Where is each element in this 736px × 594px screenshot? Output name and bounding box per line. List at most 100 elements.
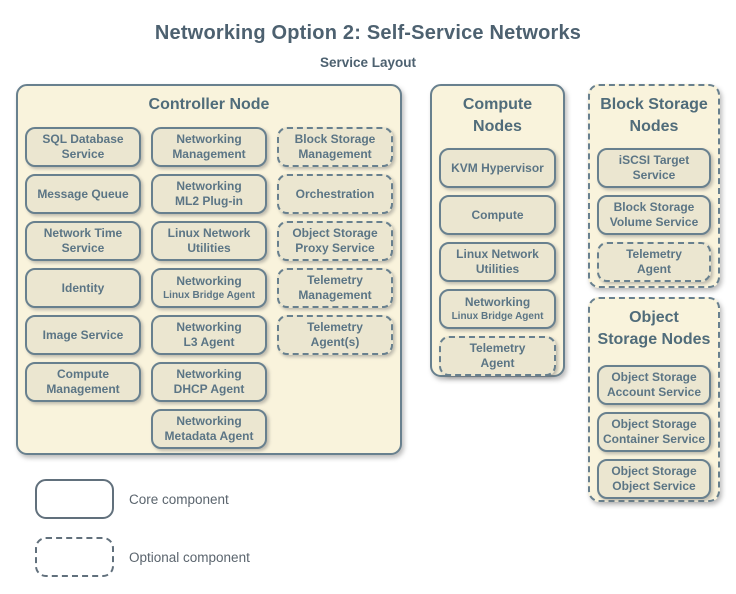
component-label-line: Networking — [176, 179, 242, 193]
component-orchestration: Orchestration — [277, 174, 393, 214]
component-label-line: Object Storage — [611, 417, 697, 431]
component-label-line: Linux Bridge Agent — [163, 290, 255, 301]
legend-core: Core component — [35, 479, 229, 519]
component-label-line: Compute — [57, 367, 109, 381]
component-label-line: Container Service — [602, 432, 706, 446]
component-label-line: Network Time — [43, 226, 123, 240]
core-component-swatch — [35, 479, 114, 519]
component-label-line: Service — [632, 168, 676, 182]
component-compute: Compute — [439, 195, 556, 235]
component-label-line: Telemetry — [307, 320, 363, 334]
component-kvm-hypervisor: KVM Hypervisor — [439, 148, 556, 188]
component-label-line: Service — [61, 147, 105, 161]
component-label-line: Telemetry — [469, 341, 526, 355]
component-label-line: Networking — [176, 274, 242, 288]
component-label-line: Agent(s) — [310, 335, 360, 349]
component-label-line: Orchestration — [295, 186, 375, 201]
component-label-line: Object Storage — [292, 226, 378, 240]
component-label-line: Agent — [480, 356, 515, 370]
component-label-line: Volume Service — [609, 215, 699, 229]
optional-component-swatch — [35, 537, 114, 577]
component-label-line: Networking — [176, 367, 242, 381]
component-label-line: Utilities — [187, 241, 231, 255]
component-label-line: Object Storage — [611, 370, 697, 384]
component-label-line: Image Service — [42, 327, 124, 342]
node-title-object-storage: Object Storage Nodes — [597, 309, 711, 348]
component-label-line: Message Queue — [37, 186, 129, 201]
component-label-line: Management — [46, 382, 120, 396]
component-label-line: Identity — [61, 280, 105, 295]
component-label-line: Management — [298, 288, 372, 302]
component-label-line: Metadata Agent — [164, 429, 254, 443]
component-label-line: Telemetry — [307, 273, 363, 287]
component-label-line: Management — [298, 147, 372, 161]
component-label-line: Object Storage — [611, 464, 697, 478]
component-label-line: Networking — [464, 295, 531, 309]
component-message-queue: Message Queue — [25, 174, 141, 214]
component-label-line: Service — [61, 241, 105, 255]
component-label-line: Object Service — [612, 479, 696, 493]
component-label-line: Compute — [471, 207, 524, 222]
component-image-service: Image Service — [25, 315, 141, 355]
node-title-block-storage: Block Storage Nodes — [600, 96, 708, 135]
component-label-line: Block Storage — [613, 200, 695, 214]
component-label-line: SQL Database — [42, 132, 124, 146]
page-title: Networking Option 2: Self-Service Networ… — [154, 22, 582, 44]
component-label-line: KVM Hypervisor — [451, 160, 544, 175]
legend-core-label: Core component — [129, 491, 229, 507]
component-label-line: Agent — [637, 262, 671, 276]
component-label-line: iSCSI Target — [618, 153, 690, 167]
legend-optional: Optional component — [35, 537, 250, 577]
component-label-line: ML2 Plug-in — [175, 194, 243, 208]
component-label-line: Linux Network — [167, 226, 251, 240]
legend-optional-label: Optional component — [129, 549, 250, 565]
component-label-line: Account Service — [606, 385, 702, 399]
component-label-line: Utilities — [475, 262, 520, 276]
component-label-line: Telemetry — [626, 247, 682, 261]
component-label-line: Proxy Service — [295, 241, 375, 255]
component-label-line: Linux Network — [456, 247, 539, 261]
node-title-controller: Controller Node — [148, 96, 270, 113]
component-identity: Identity — [25, 268, 141, 308]
component-label-line: Linux Bridge Agent — [451, 311, 544, 322]
component-label-line: Networking — [176, 132, 242, 146]
component-label-line: Networking — [176, 320, 242, 334]
component-label-line: Networking — [176, 414, 242, 428]
node-title-compute: Compute Nodes — [462, 96, 533, 135]
